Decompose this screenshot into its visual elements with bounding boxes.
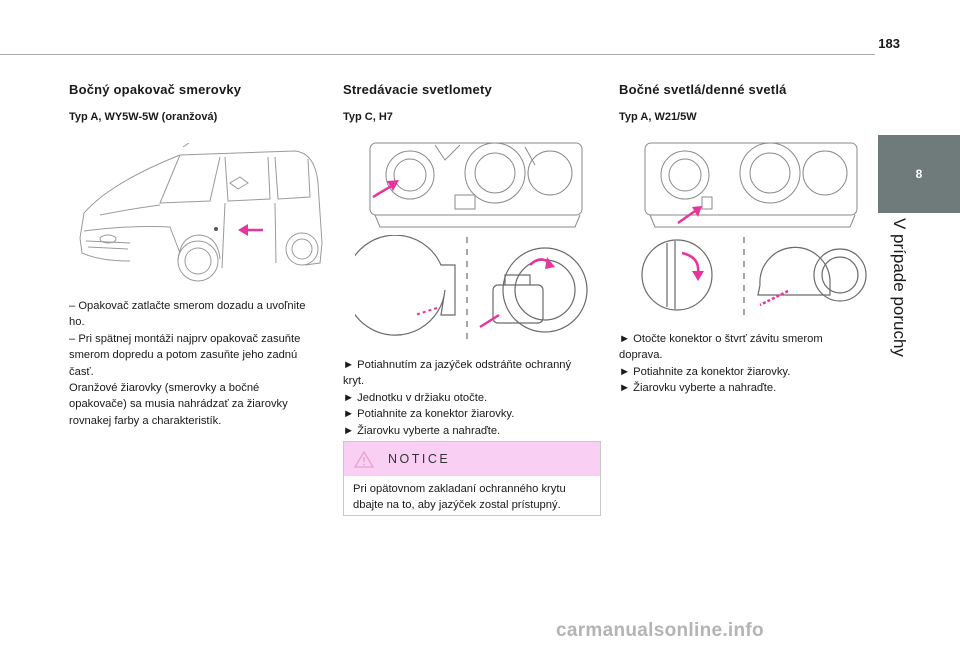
headlamp-cover-steps-illustration	[355, 235, 588, 343]
text-line: ho.	[69, 316, 85, 329]
section-heading: Stredávacie svetlomety	[343, 82, 492, 97]
warning-icon	[354, 450, 374, 468]
column-side-repeater: Bočný opakovač smerovky Typ A, WY5W-5W (…	[69, 82, 334, 123]
text-line: Pri opätovnom zakladaní ochranného krytu	[353, 483, 566, 495]
text-line: ► Žiarovku vyberte a nahraďte.	[619, 382, 777, 395]
text-line: – Opakovač zatlačte smerom dozadu a uvoľ…	[69, 300, 306, 312]
col2-text: ► Potiahnutím za jazýček odstráňte ochra…	[343, 357, 605, 439]
column-headlamps: Stredávacie svetlomety Typ C, H7	[343, 82, 608, 123]
section-heading: Bočné svetlá/denné svetlá	[619, 82, 787, 97]
text-line: – Pri spätnej montáži najprv opakovač za…	[69, 332, 301, 345]
page-number: 183	[878, 36, 900, 51]
text-line: rovnakej farby a charakteristík.	[69, 414, 222, 427]
text-line: doprava.	[619, 349, 663, 362]
notice-title: NOTICE	[388, 452, 451, 466]
col3-text: ► Otočte konektor o štvrť závitu smerom …	[619, 331, 869, 397]
section-subheading: Typ C, H7	[343, 111, 393, 123]
van-illustration	[79, 143, 323, 282]
text-line: smerom dopredu a potom zasuňte jeho zadn…	[69, 349, 298, 362]
side-light-unit-illustration	[644, 142, 858, 228]
notice-box: NOTICE Pri opätovnom zakladaní ochrannéh…	[343, 441, 601, 516]
side-light-steps-illustration	[641, 237, 867, 317]
text-line: kryt.	[343, 375, 365, 388]
text-line: časť.	[69, 365, 94, 378]
notice-body: Pri opätovnom zakladaní ochranného krytu…	[344, 476, 600, 518]
chapter-label: V prípade poruchy	[890, 218, 909, 357]
headlamp-unit-illustration	[369, 142, 583, 228]
text-line: dbajte na to, aby jazýček zostal prístup…	[353, 499, 561, 511]
col1-text: – Opakovač zatlačte smerom dozadu a uvoľ…	[69, 298, 334, 429]
chapter-tab[interactable]: 8	[878, 135, 960, 213]
column-side-lights: Bočné svetlá/denné svetlá Typ A, W21/5W	[619, 82, 884, 123]
section-heading: Bočný opakovač smerovky	[69, 82, 242, 97]
notice-header: NOTICE	[344, 442, 600, 476]
chapter-number: 8	[915, 167, 923, 181]
text-line: ► Potiahnutím za jazýček odstráňte ochra…	[343, 359, 572, 371]
text-line: ► Jednotku v držiaku otočte.	[343, 391, 488, 404]
text-line: Oranžové žiarovky (smerovky a bočné	[69, 382, 260, 395]
section-subheading: Typ A, W21/5W	[619, 111, 697, 123]
text-line: ► Žiarovku vyberte a nahraďte.	[343, 424, 501, 437]
text-line: ► Otočte konektor o štvrť závitu smerom	[619, 333, 823, 345]
section-subheading: Typ A, WY5W-5W (oranžová)	[69, 111, 218, 123]
watermark: carmanualsonline.info	[556, 620, 764, 641]
text-line: opakovače) sa musia nahrádzať za žiarovk…	[69, 398, 288, 411]
text-line: ► Potiahnite za konektor žiarovky.	[619, 365, 791, 378]
header-rule	[0, 54, 875, 55]
text-line: ► Potiahnite za konektor žiarovky.	[343, 408, 515, 421]
